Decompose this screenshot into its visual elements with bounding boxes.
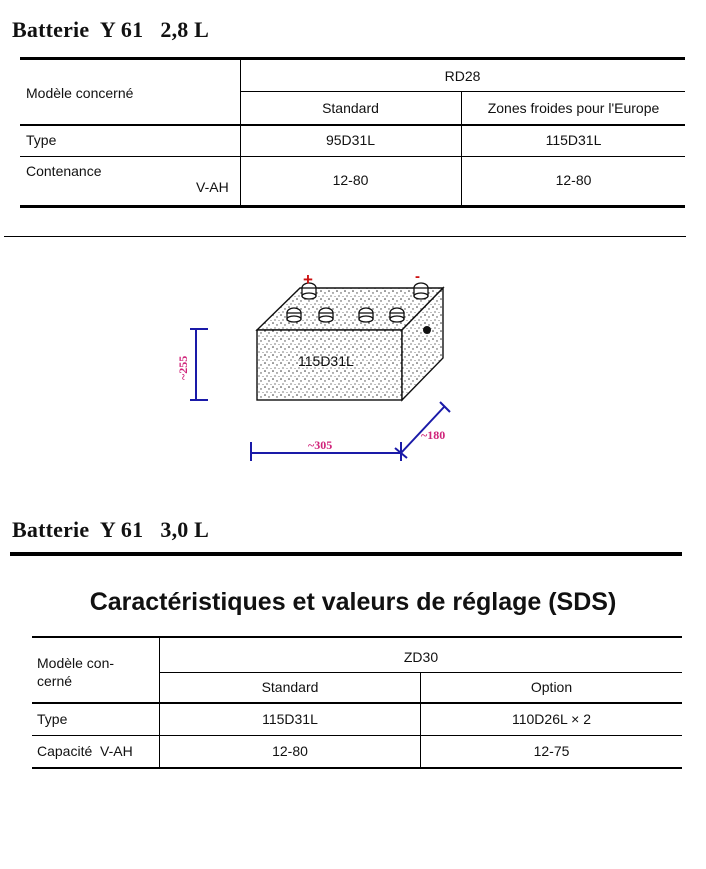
column-option: Option [530,679,573,695]
table2-rule [32,702,682,704]
row-capacity-unit: V-AH [196,179,229,195]
model-label-line2: cerné [37,673,73,689]
table2-bottom-rule [32,767,682,769]
model-value: ZD30 [403,649,439,665]
table1-rule [20,124,685,126]
column-cold-zones: Zones froides pour l'Europe [487,100,660,116]
height-dimension [190,328,208,401]
capacity-standard: 12-80 [272,743,308,759]
section2-rule [10,552,682,556]
row-capacity-label: Capacité V-AH [37,743,133,759]
model-label-line1: Modèle con- [37,655,115,671]
plus-sign: + [303,270,313,289]
column-standard: Standard [261,679,319,695]
length-dimension [250,442,402,461]
table1-divider [240,60,241,206]
type-standard: 115D31L [262,711,318,727]
length-value: ~305 [308,438,332,452]
table1-divider [461,92,462,206]
table1-top-rule [20,57,685,60]
width-value: ~180 [421,428,445,442]
model-label: Modèle concerné [26,85,134,101]
column-standard: Standard [322,100,379,116]
table2-rule [160,672,682,673]
height-value: ~255 [176,356,190,380]
section-separator [4,236,686,237]
model-value: RD28 [444,68,481,84]
table2-rule [32,735,682,736]
capacity-option: 12-75 [533,743,570,759]
type-standard: 95D31L [325,132,376,148]
table1-bottom-rule [20,205,685,208]
capacity-cold: 12-80 [555,172,592,188]
battery-front-face [256,329,403,401]
section1-heading: Batterie Y 61 2,8 L [12,17,210,42]
battery-side-face [401,286,444,402]
capacity-standard: 12-80 [332,172,369,188]
battery-terminals [286,282,429,323]
battery-diagram: + - 115D31L ~255 ~305 ~180 [176,268,451,461]
row-type-label: Type [26,132,57,148]
section2-heading: Batterie Y 61 3,0 L [12,517,210,542]
table2-divider [159,637,160,768]
row-type-label: Type [37,711,68,727]
table1-rule [240,91,685,92]
type-cold: 115D31L [545,132,602,148]
table2-divider [420,672,421,768]
table1-rule [20,156,685,157]
table2-top-rule [32,636,682,638]
battery-label: 115D31L [298,353,354,369]
type-option: 110D26L × 2 [511,711,591,727]
row-capacity-label: Contenance [26,163,102,179]
sds-title: Caractéristiques et valeurs de réglage (… [89,588,617,616]
minus-sign: - [415,268,420,285]
width-dimension [394,401,451,459]
